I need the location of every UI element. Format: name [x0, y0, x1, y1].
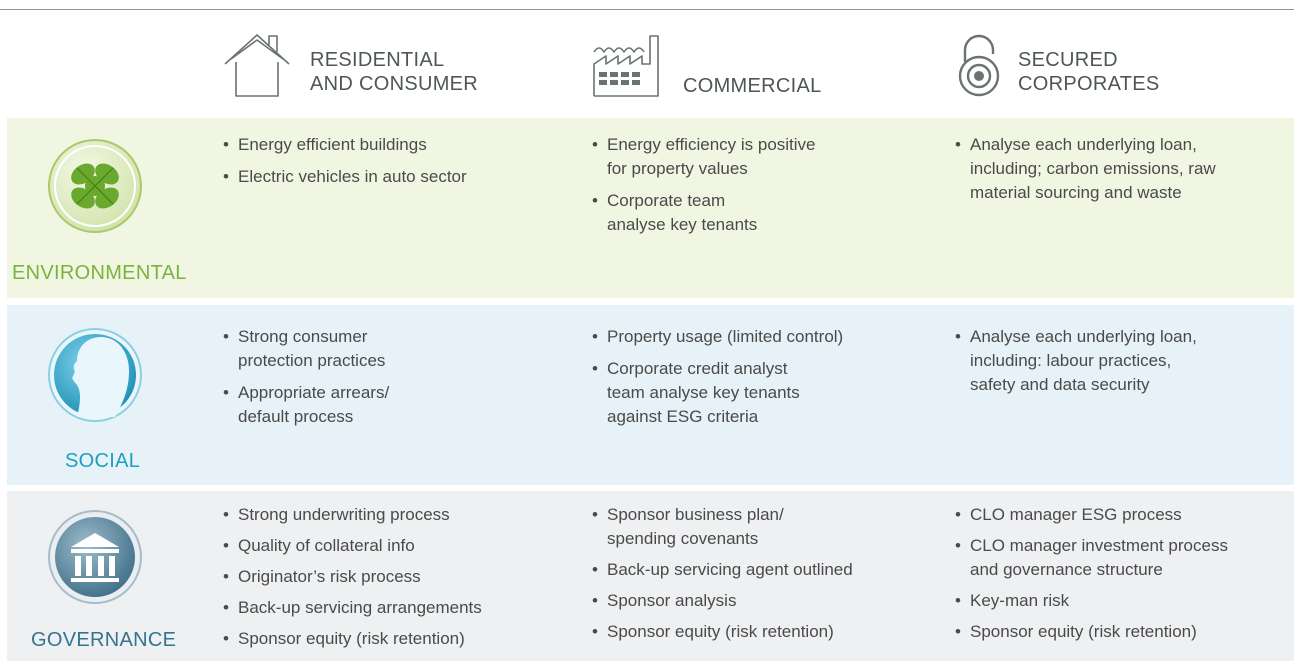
factory-icon [593, 35, 659, 97]
cell-commercial: Sponsor business plan/ spending covenant… [592, 503, 932, 651]
row-label: SOCIAL [65, 450, 141, 472]
bullet-item: Sponsor equity (risk retention) [592, 620, 932, 644]
column-header-secured-corporates: SECURED CORPORATES [954, 32, 1274, 112]
bullet-item: Strong underwriting process [223, 503, 543, 527]
bullet-item: Analyse each underlying loan, including;… [955, 133, 1294, 205]
cell-commercial: Property usage (limited control) Corpora… [592, 325, 932, 437]
bullet-item: Strong consumer protection practices [223, 325, 543, 373]
face-profile-icon [48, 328, 142, 422]
bullet-item: Energy efficient buildings [223, 133, 543, 157]
bullet-item: Appropriate arrears/ default process [223, 381, 543, 429]
bullet-item: Energy efficiency is positive for proper… [592, 133, 932, 181]
cell-residential: Strong consumer protection practices App… [223, 325, 543, 437]
bullet-item: Quality of collateral info [223, 534, 543, 558]
bullet-item: Sponsor equity (risk retention) [955, 620, 1294, 644]
bullet-item: CLO manager investment process and gover… [955, 534, 1294, 582]
bullet-item: Back-up servicing arrangements [223, 596, 543, 620]
bullet-item: Back-up servicing agent outlined [592, 558, 932, 582]
building-columns-icon [48, 510, 142, 604]
bullet-item: Property usage (limited control) [592, 325, 932, 349]
row-environmental: ENVIRONMENTAL Energy efficient buildings… [7, 118, 1294, 298]
row-social: SOCIAL Strong consumer protection practi… [7, 305, 1294, 485]
top-divider [0, 9, 1294, 10]
cell-secured-corporates: CLO manager ESG process CLO manager inve… [955, 503, 1294, 651]
bullet-item: Sponsor analysis [592, 589, 932, 613]
column-header-commercial: COMMERCIAL [590, 32, 910, 112]
bullet-item: Sponsor business plan/ spending covenant… [592, 503, 932, 551]
cell-residential: Energy efficient buildings Electric vehi… [223, 133, 543, 197]
bullet-item: Originator’s risk process [223, 565, 543, 589]
bullet-item: Electric vehicles in auto sector [223, 165, 543, 189]
column-title: COMMERCIAL [683, 75, 822, 97]
house-icon [224, 34, 290, 97]
column-title: RESIDENTIAL AND CONSUMER [310, 49, 479, 95]
cell-residential: Strong underwriting process Quality of c… [223, 503, 543, 658]
column-header-residential: RESIDENTIAL AND CONSUMER [222, 32, 542, 112]
leaf-icon [48, 139, 142, 233]
bullet-item: Sponsor equity (risk retention) [223, 627, 543, 651]
bullet-item: Corporate team analyse key tenants [592, 189, 932, 237]
cell-commercial: Energy efficiency is positive for proper… [592, 133, 932, 245]
cell-secured-corporates: Analyse each underlying loan, including;… [955, 133, 1294, 213]
row-label: GOVERNANCE [31, 629, 177, 651]
bullet-item: Key-man risk [955, 589, 1294, 613]
cell-secured-corporates: Analyse each underlying loan, including:… [955, 325, 1294, 405]
column-title: SECURED CORPORATES [1018, 49, 1160, 95]
bullet-item: Corporate credit analyst team analyse ke… [592, 357, 932, 429]
bullet-item: CLO manager ESG process [955, 503, 1294, 527]
row-governance: GOVERNANCE Strong underwriting process Q… [7, 491, 1294, 661]
bullet-item: Analyse each underlying loan, including:… [955, 325, 1294, 397]
padlock-icon [958, 34, 1000, 97]
row-label: ENVIRONMENTAL [12, 262, 187, 284]
